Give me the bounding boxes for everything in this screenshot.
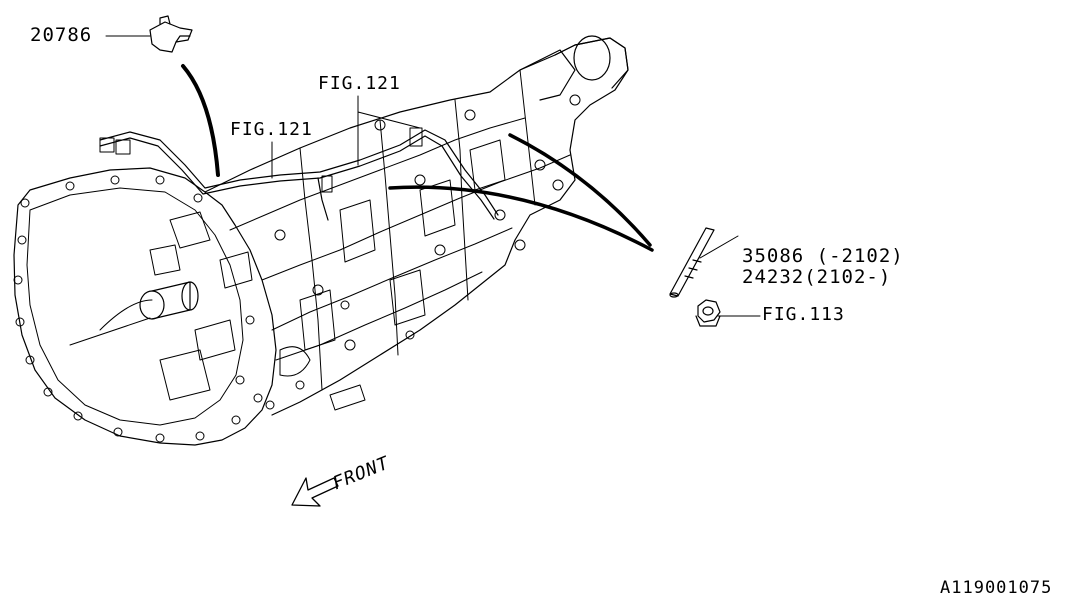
- case-details: [149, 94, 581, 411]
- sensor-part-20786: [149, 15, 193, 53]
- leader-curve-stud-lower: [388, 185, 654, 252]
- front-arrow: [291, 477, 339, 507]
- leader-line-fig121-right: [357, 95, 421, 166]
- part-number-35086: 35086 (-2102): [742, 245, 904, 267]
- part-number-24232: 24232(2102-): [742, 266, 892, 288]
- wire-harness: [99, 127, 499, 221]
- part-number-20786: 20786: [30, 24, 93, 46]
- tail-housing: [519, 35, 629, 101]
- input-shaft: [69, 281, 199, 346]
- leader-curve-sensor: [181, 64, 220, 177]
- flange-nut: [695, 299, 721, 327]
- leader-line-stud: [699, 235, 739, 259]
- fig-ref-121-left: FIG.121: [230, 119, 313, 140]
- leader-curve-stud-upper: [508, 133, 652, 247]
- bell-housing-outline: [13, 167, 277, 446]
- main-case-outline: [204, 37, 629, 416]
- stud-bolt: [669, 227, 715, 298]
- diagram-code: A119001075: [940, 578, 1053, 598]
- fig-ref-113: FIG.113: [762, 304, 845, 325]
- fig-ref-121-right: FIG.121: [318, 73, 401, 94]
- bell-housing-bolts: [13, 175, 263, 443]
